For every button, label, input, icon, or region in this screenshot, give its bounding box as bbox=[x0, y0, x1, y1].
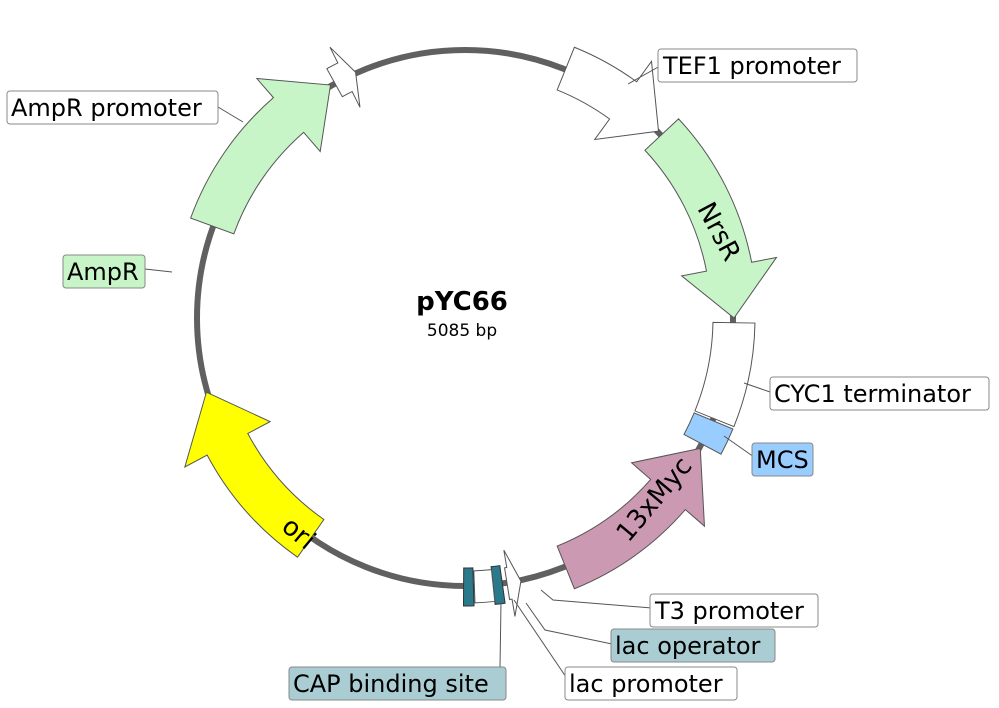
label-text-lacpro: lac promoter bbox=[569, 670, 723, 698]
label-tef1-promoter[interactable]: TEF1 promoter bbox=[657, 48, 858, 83]
feature-mcs[interactable] bbox=[683, 412, 734, 455]
leader-lacop bbox=[525, 602, 613, 645]
feature-cyc1-terminator[interactable] bbox=[694, 321, 756, 428]
leader-t3 bbox=[540, 589, 653, 609]
label-ampr-promoter[interactable]: AmpR promoter bbox=[6, 90, 219, 125]
label-text-ampr: AmpR bbox=[67, 258, 139, 286]
plasmid-size: 5085 bp bbox=[427, 321, 497, 341]
leader-ampr bbox=[144, 268, 173, 273]
feature-cap-binding-site[interactable] bbox=[462, 567, 475, 607]
label-text-amprpro: AmpR promoter bbox=[11, 94, 202, 122]
label-text-lacop: lac operator bbox=[615, 632, 761, 660]
plasmid-name: pYC66 bbox=[416, 287, 508, 317]
feature-lac-promoter[interactable] bbox=[473, 569, 496, 604]
leader-mcs bbox=[723, 435, 755, 458]
feature-lac-operator[interactable] bbox=[490, 565, 506, 605]
label-text-tef1: TEF1 promoter bbox=[662, 52, 841, 80]
feature-ampr-promoter[interactable] bbox=[326, 46, 361, 108]
label-mcs[interactable]: MCS bbox=[751, 442, 814, 477]
label-lac-operator[interactable]: lac operator bbox=[610, 628, 776, 663]
label-text-cap: CAP binding site bbox=[293, 670, 489, 698]
label-text-t3: T3 promoter bbox=[654, 597, 804, 625]
leader-cyc1 bbox=[743, 382, 771, 393]
feature-ampr[interactable] bbox=[189, 77, 332, 235]
leader-cap bbox=[499, 601, 502, 669]
leader-tef1 bbox=[627, 65, 661, 85]
label-lac-promoter[interactable]: lac promoter bbox=[564, 666, 738, 701]
label-cap-binding-site[interactable]: CAP binding site bbox=[288, 666, 507, 701]
leader-lines bbox=[144, 65, 771, 681]
label-text-mcs: MCS bbox=[756, 446, 809, 474]
feature-13xmyc[interactable] bbox=[556, 447, 706, 590]
label-text-cyc1: CYC1 terminator bbox=[774, 380, 971, 408]
feature-tef1-promoter[interactable] bbox=[556, 46, 660, 141]
features-layer bbox=[184, 46, 778, 617]
feature-t3-promoter[interactable] bbox=[503, 549, 522, 617]
label-cyc1-terminator[interactable]: CYC1 terminator bbox=[769, 376, 990, 411]
label-t3-promoter[interactable]: T3 promoter bbox=[649, 593, 819, 628]
leader-lacpro bbox=[513, 599, 569, 681]
label-ampr[interactable]: AmpR bbox=[62, 254, 146, 289]
leader-amprpro bbox=[217, 106, 244, 123]
feature-ori[interactable] bbox=[184, 391, 325, 558]
feature-nrsr[interactable] bbox=[644, 118, 778, 319]
